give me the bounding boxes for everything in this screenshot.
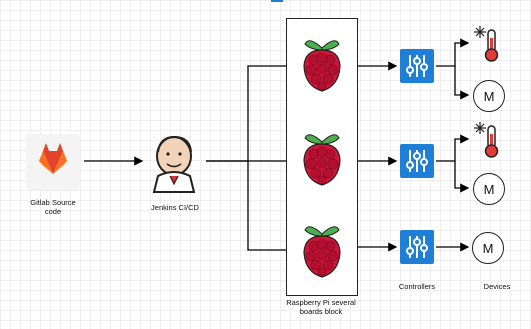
motor-symbol: M (483, 88, 495, 104)
controller-sliders-icon (406, 150, 428, 172)
gitlab-label: Gitlab Source code (30, 198, 76, 216)
raspberry-pi-icon (303, 226, 341, 278)
thermometer-1 (472, 24, 502, 64)
raspberry-pi-icon (303, 134, 341, 186)
thermometer-snowflake-icon (474, 26, 499, 62)
controllers-label: Controllers (398, 282, 436, 291)
gitlab-icon (39, 143, 67, 174)
motor-symbol: M (482, 240, 494, 256)
arrow-ctrl2-thermo (436, 134, 470, 162)
motor-1: M (473, 80, 505, 112)
controller-sliders-icon (406, 236, 428, 258)
raspberry-pi-icon (303, 40, 341, 92)
motor-symbol: M (483, 181, 495, 197)
arrow-jenkins-pi-top (206, 61, 302, 162)
arrow-ctrl2-motor (454, 161, 470, 193)
thermometer-snowflake-icon (474, 122, 499, 158)
pi-block-label: Raspberry Pi several boards block (286, 298, 356, 316)
controller-1 (400, 49, 434, 83)
arrow-jenkins-pi-bottom (247, 161, 302, 255)
selection-marker (271, 0, 283, 2)
raspberry-pi-1 (299, 36, 345, 92)
jenkins-node (146, 132, 202, 194)
jenkins-icon (152, 135, 196, 193)
motor-2: M (473, 173, 505, 205)
thermometer-2 (472, 120, 502, 160)
controller-3 (400, 230, 434, 264)
raspberry-pi-2 (299, 130, 345, 186)
gitlab-node (26, 134, 80, 190)
jenkins-label: Jenkins CI/CD (151, 203, 199, 212)
controller-sliders-icon (406, 55, 428, 77)
devices-label: Devices (483, 282, 511, 291)
motor-3: M (472, 232, 504, 264)
controller-2 (400, 144, 434, 178)
arrow-ctrl1-motor (454, 66, 470, 100)
arrow-ctrl1-thermo (436, 38, 470, 67)
raspberry-pi-3 (299, 222, 345, 278)
